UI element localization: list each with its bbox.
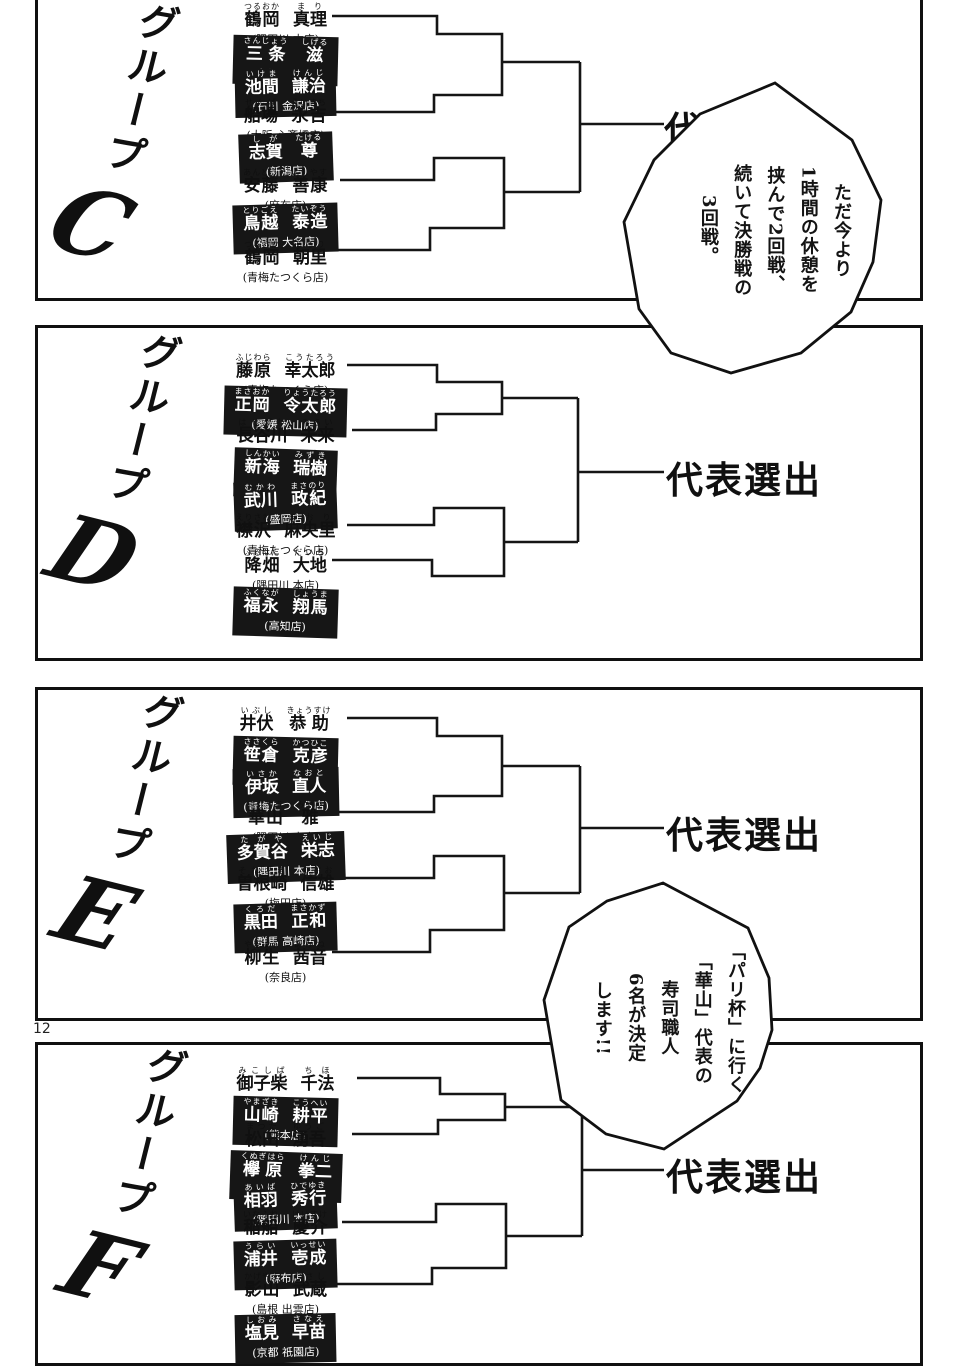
bubble-line: ただ今より bbox=[831, 182, 852, 278]
speech-bubble-intermission bbox=[622, 81, 883, 375]
entrant-name: 安藤あんどう善康よしやす bbox=[243, 168, 328, 196]
bracket-c-pair-top bbox=[332, 14, 504, 114]
entrant-row: 鶴岡つるおか朝里あさり (青梅たつくら店) bbox=[168, 240, 403, 285]
entrant-name: 柳生やぎゅう茜音あかね bbox=[244, 940, 327, 968]
entrant-store: (青梅たつくら店) bbox=[242, 271, 329, 284]
bubble-line: 「華山」代表の bbox=[691, 951, 713, 1085]
panel-group-d bbox=[35, 325, 923, 661]
bubble-line: 「パリ杯」に行く bbox=[725, 942, 746, 1094]
entrant-name: 曽根崎そねざき信雄のぶお bbox=[236, 866, 335, 894]
entrant-row: 柳生やぎゅう茜音あかね (奈良店) bbox=[168, 940, 403, 985]
entrant-name: 稲船いなふね慶介けいすけ bbox=[243, 1210, 328, 1238]
page-number: 12 bbox=[33, 1021, 51, 1037]
entrant-name: 華山はなやま雅みやび bbox=[247, 800, 324, 828]
entrant-name: 襟沢えりさわ麻央里まおり bbox=[235, 513, 336, 541]
advance-label-d: 代表選出 bbox=[666, 459, 822, 502]
bubble-line: 寿司職人 bbox=[658, 980, 680, 1056]
entrant-name: 井伏いぶし恭助きょうすけ bbox=[239, 706, 332, 734]
bubble-text-1: ただ今より 1時間の休憩を挟んで2回戦、続いて決勝戦の 3回戦。 bbox=[652, 102, 858, 358]
entrant-name: 藤原ふじわら幸太郎こうたろう bbox=[235, 353, 336, 381]
bubble-line: 6名が決定 bbox=[625, 973, 647, 1063]
advance-label-f: 代表選出 bbox=[666, 1156, 822, 1199]
entrant-name: 長谷川はせがわ未来みらい bbox=[236, 418, 335, 446]
bubble-line: 3回戦。 bbox=[697, 194, 719, 266]
entrant-row: 降畑ふるはた大地だいち(隅田川 本店) bbox=[168, 548, 403, 593]
entrant-name: 船場せんば永吉えいきち bbox=[244, 98, 327, 126]
advance-label-e: 代表選出 bbox=[666, 814, 822, 857]
entrant-name: 降畑ふるはた大地だいち bbox=[244, 548, 327, 576]
entrant-name: 御子柴みこしば千法ちほ bbox=[236, 1066, 335, 1094]
speech-bubble-paris-cup bbox=[542, 881, 774, 1151]
entrant-name: 松田まつだ湧吾ゆうご bbox=[245, 1122, 326, 1150]
entrant-store: (島根 出雲店) bbox=[251, 1303, 320, 1316]
bubble-line: 1時間の休憩を bbox=[797, 166, 819, 294]
panel-group-e bbox=[35, 687, 923, 1021]
entrant-name: 鶴岡つるおか朝里あさり bbox=[244, 240, 327, 268]
bubble-line: 挟んで2回戦、 bbox=[764, 166, 786, 294]
entrant-row: 襟沢えりさわ麻央里まおり (青梅たつくら店) bbox=[168, 513, 403, 558]
entrant-store: (奈良店) bbox=[264, 971, 307, 984]
entrant-name: 影山かげやま武蔵むさし bbox=[244, 1272, 327, 1300]
entrant-row: 影山かげやま武蔵むさし (島根 出雲店) bbox=[168, 1272, 403, 1317]
bubble-line: します!! bbox=[591, 980, 613, 1056]
panel-group-c bbox=[35, 0, 923, 301]
entrant-name: 鶴岡つるおか真理まり bbox=[244, 2, 327, 30]
bubble-line: 続いて決勝戦の bbox=[731, 163, 753, 297]
bubble-text-2: 「パリ杯」に行く「華山」代表の寿司職人 6名が決定します!! bbox=[556, 898, 752, 1138]
entrant-store: (青梅たつくら店) bbox=[242, 544, 329, 557]
